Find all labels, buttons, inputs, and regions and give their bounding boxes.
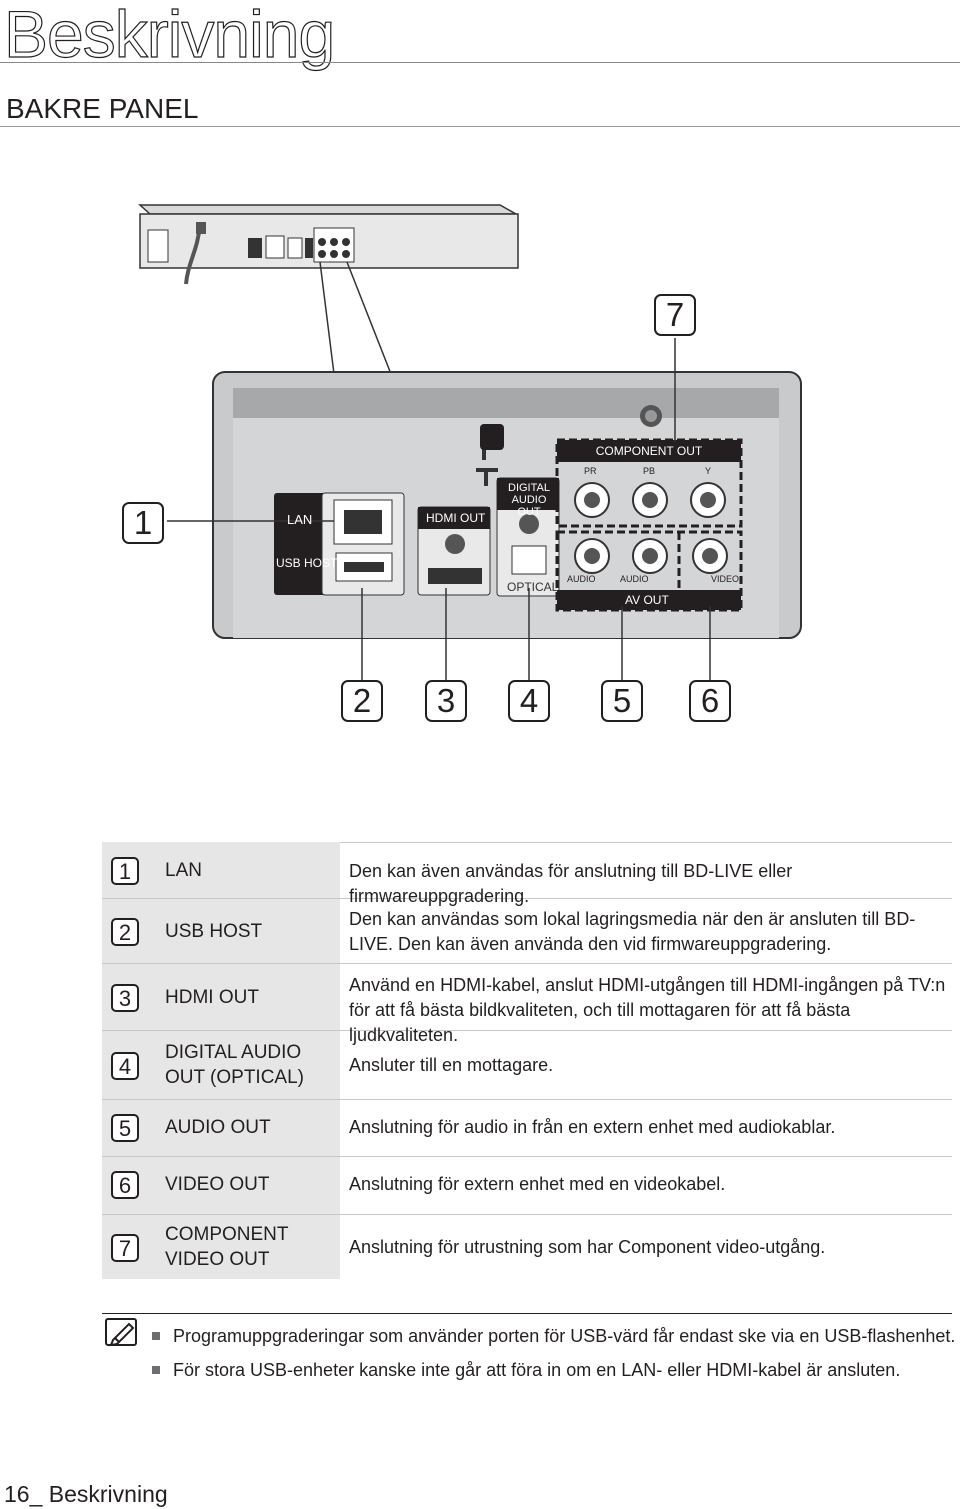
row-number: 5 xyxy=(111,1114,139,1142)
device-thumbnail xyxy=(138,204,519,285)
row-number: 7 xyxy=(111,1234,139,1262)
title-divider xyxy=(0,62,960,63)
table-row: 4 DIGITAL AUDIO OUT (OPTICAL) Ansluter t… xyxy=(102,1031,952,1100)
row-description: Använd en HDMI-kabel, anslut HDMI-utgång… xyxy=(349,975,946,1045)
row-description: Anslutning för extern enhet med en video… xyxy=(349,1174,726,1194)
bullet-icon xyxy=(152,1366,160,1374)
lan-port-label: LAN xyxy=(287,512,313,527)
row-name: COMPONENT VIDEO OUT xyxy=(165,1224,289,1270)
row-name: LAN xyxy=(165,860,202,881)
usb-host-port-label: USB HOST xyxy=(276,556,338,570)
row-description: Anslutning för audio in från en extern e… xyxy=(349,1117,836,1137)
callout-1: 1 xyxy=(122,502,164,544)
row-number: 4 xyxy=(111,1052,139,1080)
row-description: Anslutning för utrustning som har Compon… xyxy=(349,1237,826,1257)
row-number: 2 xyxy=(111,918,139,946)
page-footer: 16_ Beskrivning xyxy=(4,1481,168,1507)
notes-divider xyxy=(102,1313,952,1314)
callout-3: 3 xyxy=(425,680,467,722)
row-name: DIGITAL AUDIO OUT (OPTICAL) xyxy=(165,1042,304,1088)
note-item: För stora USB-enheter kanske inte går at… xyxy=(173,1360,901,1380)
row-number: 1 xyxy=(111,857,139,885)
row-name: HDMI OUT xyxy=(165,987,259,1008)
y-label: Y xyxy=(705,466,712,476)
callout-4: 4 xyxy=(508,680,550,722)
row-description: Den kan användas som lokal lagringsmedia… xyxy=(349,909,916,954)
row-number: 6 xyxy=(111,1171,139,1199)
pb-label: PB xyxy=(643,466,656,476)
row-name: AUDIO OUT xyxy=(165,1117,271,1138)
row-description: Den kan även användas för anslutning til… xyxy=(349,861,793,906)
hdmi-out-port-label: HDMI OUT xyxy=(426,511,486,525)
digital-audio-out-label: DIGITAL AUDIO OUT xyxy=(508,482,550,518)
table-row: 6 VIDEO OUT Anslutning för extern enhet … xyxy=(102,1157,952,1215)
page-title: Beskrivning xyxy=(3,0,335,72)
row-name: USB HOST xyxy=(165,921,263,942)
note-item: Programuppgraderingar som använder porte… xyxy=(173,1326,956,1346)
callout-7: 7 xyxy=(654,294,696,336)
component-out-label: COMPONENT OUT xyxy=(595,444,703,458)
bullet-icon xyxy=(152,1332,160,1340)
av-out-label: AV OUT xyxy=(625,593,669,607)
callout-5: 5 xyxy=(601,680,643,722)
video-label: VIDEO xyxy=(711,574,740,584)
callout-6: 6 xyxy=(689,680,731,722)
rear-panel-diagram xyxy=(138,204,802,680)
note-icon xyxy=(105,1318,137,1347)
row-description: Ansluter till en mottagare. xyxy=(349,1055,554,1075)
row-name: VIDEO OUT xyxy=(165,1174,270,1195)
connector-table: 1 LAN Den kan även användas för anslutni… xyxy=(102,842,952,1280)
table-row: 3 HDMI OUT Använd en HDMI-kabel, anslut … xyxy=(102,964,952,1045)
section-divider xyxy=(0,126,960,127)
audio-r-label: AUDIO xyxy=(567,574,596,584)
audio-l-label: AUDIO xyxy=(620,574,649,584)
table-top-rule xyxy=(102,842,952,843)
row-number: 3 xyxy=(111,984,139,1012)
table-row: 5 AUDIO OUT Anslutning för audio in från… xyxy=(102,1100,952,1157)
optical-port-label: OPTICAL xyxy=(507,580,559,594)
callout-2: 2 xyxy=(341,680,383,722)
table-row: 7 COMPONENT VIDEO OUT Anslutning för utr… xyxy=(102,1215,952,1279)
table-row: 2 USB HOST Den kan användas som lokal la… xyxy=(102,899,952,964)
section-title: BAKRE PANEL xyxy=(6,93,199,124)
pr-label: PR xyxy=(584,466,597,476)
table-row: 1 LAN Den kan även användas för anslutni… xyxy=(102,842,952,906)
